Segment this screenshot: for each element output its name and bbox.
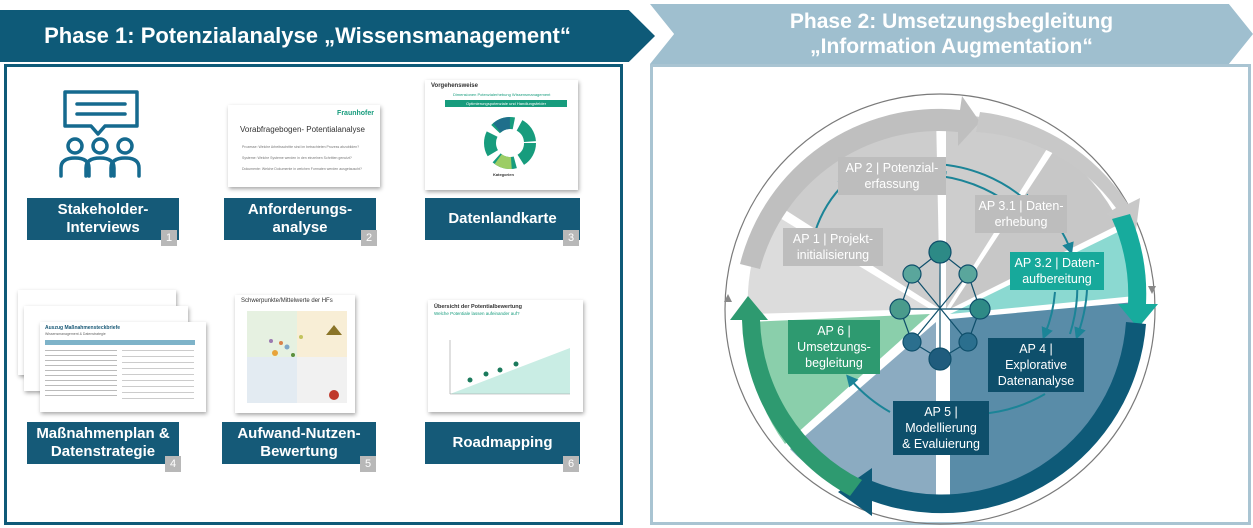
arrow-gray-left [740,96,980,269]
arrow-teal [1112,214,1158,328]
label-aufwand-nutzen: Aufwand-Nutzen-Bewertung [222,422,376,464]
effort-benefit-thumbnail: Schwerpunkte/Mittelwerte der HFs [235,295,355,413]
arrow-green [730,296,862,496]
label-datenlandkarte: Datenlandkarte [425,198,580,240]
thumb3-bar: Optimierungspotenziale und Handlungsfeld… [445,100,567,107]
thumb6-title: Übersicht der Potentialbewertung [434,304,523,310]
questionnaire-thumbnail: Fraunhofer Vorabfragebogen- Potentialana… [228,105,380,187]
arrow-navy [838,322,1146,516]
thumb3-subtitle: Dimensionen Potenzialerhebung Wissensman… [453,92,551,97]
ap2-box: AP 2 | Potenzial-erfassung [838,157,946,195]
process-cycle-diagram [724,93,1158,525]
label-massnahmenplan: Maßnahmenplan & Datenstrategie [27,422,179,464]
roadmap-thumbnail: Übersicht der Potentialbewertung Welche … [428,300,583,412]
ap32-box: AP 3.2 | Daten-aufbereitung [1010,252,1104,290]
phase1-panel [4,64,623,525]
ap5-box: AP 5 |Modellierung& Evaluierung [893,401,989,455]
label-anforderungsanalyse: Anforderungs-analyse [224,198,376,240]
ap31-box: AP 3.1 | Daten-erhebung [975,195,1067,233]
label-stakeholder-interviews: Stakeholder-Interviews [27,198,179,240]
phase2-banner: Phase 2: Umsetzungsbegleitung „Informati… [650,4,1253,64]
stakeholder-icon [59,90,141,178]
num-3: 3 [563,230,579,246]
phase1-banner: Phase 1: Potenzialanalyse „Wissensmanage… [0,10,655,62]
num-6: 6 [563,456,579,472]
thumb2-bullet-2: Systeme: Welche Systeme werden in den ei… [242,156,352,160]
ap6-box: AP 6 |Umsetzungs-begleitung [788,320,880,374]
thumb6-chart [449,340,570,395]
thumb4-title: Auszug Maßnahmensteckbriefe [45,325,121,331]
measures-thumbnail: Auszug Maßnahmensteckbriefe Wissensmanag… [40,322,206,412]
thumb3-donut [484,117,536,169]
phase2-title-line1: Phase 2: Umsetzungsbegleitung [789,10,1114,33]
num-2: 2 [361,230,377,246]
thumb3-title: Vorgehensweise [431,83,478,89]
num-4: 4 [165,456,181,472]
thumb2-bullet-1: Prozesse: Welche Arbeitsschritte sind im… [242,145,360,149]
ap1-box: AP 1 | Projekt-initialisierung [783,228,883,266]
thumb2-bullet-3: Dokumente: Welche Dokumente in welchen F… [242,167,362,171]
thumb3-footer: Kategorien [493,172,514,177]
thumb5-matrix [247,311,347,403]
label-roadmapping: Roadmapping [425,422,580,464]
thumb4-subtitle: Wissensmanagement & Datenstrategie [45,332,106,336]
thumb2-title: Vorabfragebogen- Potentialanalyse [240,125,365,134]
thumb6-subtitle: Welche Potentiale lassen aufeinander auf… [434,311,520,316]
thumb5-title: Schwerpunkte/Mittelwerte der HFs [241,298,333,304]
thumb2-logo: Fraunhofer [337,110,374,117]
num-1: 1 [161,230,177,246]
network-graph [889,240,991,371]
phase2-title-line2: „Information Augmentation“ [810,35,1093,58]
phase1-title: Phase 1: Potenzialanalyse „Wissensmanage… [44,23,571,48]
datamap-thumbnail: Vorgehensweise Dimensionen Potenzialerhe… [425,80,578,190]
num-5: 5 [360,456,376,472]
